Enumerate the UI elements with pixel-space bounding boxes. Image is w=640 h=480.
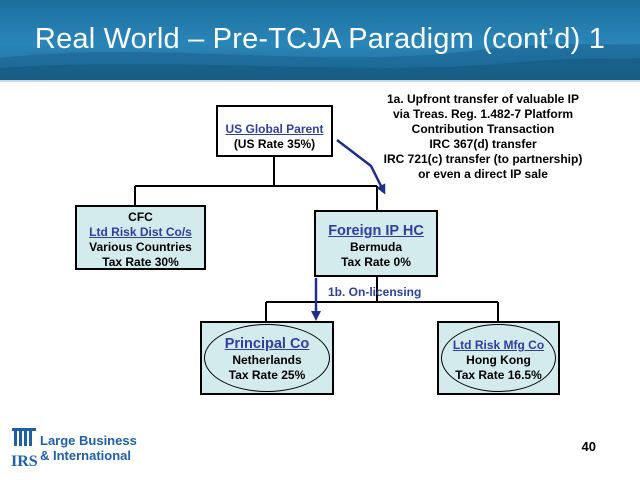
note-1a-line: IRC 721(c) transfer (to partnership) [383, 152, 583, 166]
cfc-rate: Tax Rate 30% [102, 255, 179, 269]
note-1a-line: 1a. Upfront transfer of valuable IP [386, 92, 580, 106]
foreign-ip-name[interactable]: Foreign IP HC [328, 223, 424, 239]
note-1a-line: IRC 367(d) transfer [429, 137, 537, 151]
note-1a-ip-transfer: 1a. Upfront transfer of valuable IP via … [368, 92, 598, 182]
mfg-oval-highlight [441, 324, 556, 392]
us-parent-rate: (US Rate 35%) [233, 137, 316, 151]
irs-mark-text: IRS [11, 453, 38, 470]
slide-header: Real World – Pre-TCJA Paradigm (cont’d) … [0, 0, 640, 80]
irs-eagle-logo-icon: IRS [11, 428, 38, 470]
note-1a-line: via Treas. Reg. 1.482-7 Platform [392, 107, 574, 121]
us-parent-name[interactable]: US Global Parent [225, 122, 324, 136]
cfc-name[interactable]: Ltd Risk Dist Co/s [89, 225, 192, 239]
node-us-global-parent: US Global Parent (US Rate 35%) [216, 105, 333, 157]
note-1b-on-licensing: 1b. On-licensing [328, 285, 422, 299]
note-1a-line: Contribution Transaction [411, 122, 555, 136]
logo-text-line-2: & International [40, 448, 132, 463]
header-divider [0, 80, 640, 82]
cfc-countries: Various Countries [89, 240, 192, 254]
note-1a-line: or even a direct IP sale [418, 167, 548, 181]
arrow-1a-ip-transfer [336, 139, 386, 195]
foreign-ip-rate: Tax Rate 0% [341, 255, 411, 269]
cfc-label: CFC [128, 210, 153, 224]
node-cfc: CFC Ltd Risk Dist Co/s Various Countries… [75, 205, 206, 270]
page-number: 40 [581, 439, 596, 454]
slide-title: Real World – Pre-TCJA Paradigm (cont’d) … [34, 23, 606, 55]
header-wave-decoration [0, 44, 640, 80]
node-foreign-ip-hc: Foreign IP HC Bermuda Tax Rate 0% [314, 210, 438, 277]
lbi-logo-text: Large Business & International [40, 433, 137, 463]
foreign-ip-location: Bermuda [349, 240, 402, 254]
logo-text-line-1: Large Business [40, 433, 137, 448]
principal-oval-highlight [204, 324, 330, 392]
